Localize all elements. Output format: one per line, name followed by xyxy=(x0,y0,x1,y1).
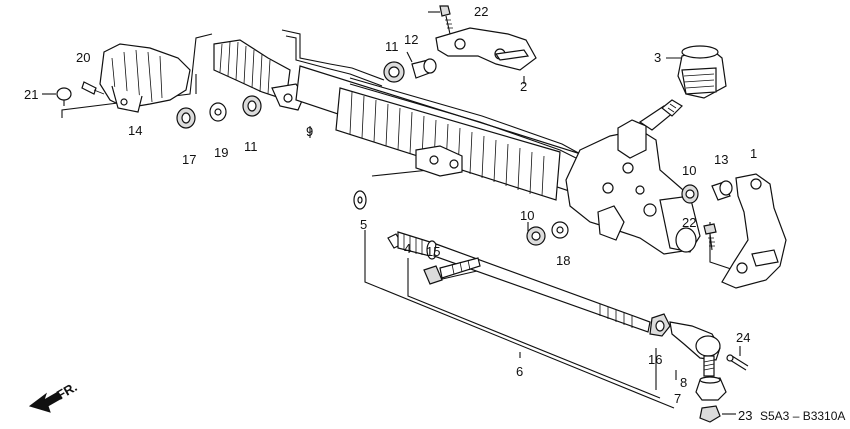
part-13-collar xyxy=(711,180,733,201)
part-5-washer xyxy=(353,190,367,210)
callout-11a: 11 xyxy=(385,39,399,54)
part-10-bushing-right xyxy=(681,184,699,204)
part-7-ball-joint-boot xyxy=(695,376,727,401)
callout-14: 14 xyxy=(128,123,142,138)
callout-2: 2 xyxy=(520,79,527,94)
callout-11b: 11 xyxy=(244,139,258,154)
diagram-code: S5A3 – B3310A xyxy=(760,409,845,423)
callout-22b: 22 xyxy=(682,215,696,230)
callout-21: 21 xyxy=(24,87,38,102)
callout-19: 19 xyxy=(214,145,228,160)
callout-23: 23 xyxy=(738,408,752,423)
part-21-clip xyxy=(56,87,72,106)
front-direction-arrow: FR. xyxy=(28,379,80,413)
part-22-bolt-upper xyxy=(439,5,453,35)
callout-20: 20 xyxy=(76,50,90,65)
part-16-lock-nut xyxy=(649,313,671,337)
part-10-bushing-lower xyxy=(526,226,546,246)
part-23-castle-nut xyxy=(699,405,721,423)
part-24-cotter-pin xyxy=(726,354,749,371)
part-11-bushing-upper xyxy=(383,61,405,83)
part-9-steering-rack-assembly xyxy=(213,29,701,255)
callout-15: 15 xyxy=(426,244,440,259)
part-3-dust-seal xyxy=(677,45,727,99)
part-8-tie-rod-end xyxy=(669,321,721,377)
part-2-mounting-bracket xyxy=(435,27,537,71)
callout-13: 13 xyxy=(714,152,728,167)
part-12-collar xyxy=(411,58,437,79)
callout-24: 24 xyxy=(736,330,750,345)
part-19-washer xyxy=(209,102,227,122)
part-20-screw xyxy=(81,81,105,95)
part-15-bolt xyxy=(423,257,481,285)
part-1-mounting-bracket xyxy=(721,173,787,289)
part-4-tie-rod xyxy=(387,231,651,333)
callout-18: 18 xyxy=(556,253,570,268)
callout-6: 6 xyxy=(516,364,523,379)
callout-16: 16 xyxy=(648,352,662,367)
callout-8: 8 xyxy=(680,375,687,390)
callout-22a: 22 xyxy=(474,4,488,19)
callout-10b: 10 xyxy=(520,208,534,223)
part-22-bolt-lower xyxy=(703,223,717,251)
callout-4: 4 xyxy=(404,241,411,256)
callout-labels: 1 2 3 4 5 6 7 8 9 10 10 11 11 12 13 14 1… xyxy=(24,4,757,423)
callout-9: 9 xyxy=(306,124,313,139)
callout-17: 17 xyxy=(182,152,196,167)
callout-3: 3 xyxy=(654,50,661,65)
callout-10a: 10 xyxy=(682,163,696,178)
part-18-washer xyxy=(551,221,569,239)
callout-12: 12 xyxy=(404,32,418,47)
callout-5: 5 xyxy=(360,217,367,232)
part-17-nut xyxy=(176,107,196,129)
part-11-bushing-left xyxy=(242,95,262,117)
part-14-rack-boot-cover xyxy=(99,43,191,113)
callout-1: 1 xyxy=(750,146,757,161)
callout-7: 7 xyxy=(674,391,681,406)
